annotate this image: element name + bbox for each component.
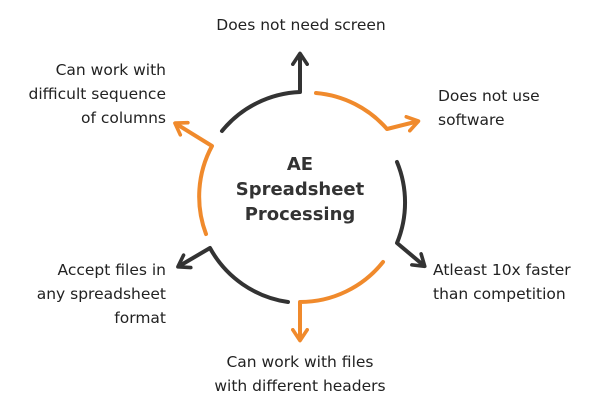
feature-label-line: Can work with xyxy=(55,61,166,79)
center-title-line: Spreadsheet xyxy=(235,179,365,200)
feature-label-upper-left: Can work with difficult sequence of colu… xyxy=(14,58,166,130)
feature-label-line: software xyxy=(438,111,505,129)
feature-label-line: Can work with files xyxy=(226,353,374,371)
feature-label-line: of columns xyxy=(80,109,166,127)
feature-label-line: difficult sequence xyxy=(28,85,166,103)
feature-label-line: Does not use xyxy=(438,87,540,105)
arc-lower-left xyxy=(176,246,290,304)
feature-label-bottom: Can work with files with different heade… xyxy=(180,350,420,398)
feature-label-upper-right: Does not use software xyxy=(438,84,540,132)
center-title-line: AE xyxy=(286,154,314,175)
arc-left xyxy=(173,120,214,236)
feature-label-lower-left: Accept files in any spreadsheet format xyxy=(18,258,166,330)
feature-label-line: Accept files in xyxy=(57,261,167,279)
feature-label-line: than competition xyxy=(433,285,566,303)
center-title: AE Spreadsheet Processing xyxy=(222,152,378,227)
arc-lower-right xyxy=(291,260,385,343)
center-title-line: Processing xyxy=(244,204,356,225)
arc-right xyxy=(395,160,427,269)
feature-label-lower-right: Atleast 10x faster than competition xyxy=(433,258,571,306)
feature-label-line: format xyxy=(114,309,166,327)
arc-upper-right xyxy=(314,91,421,133)
feature-label-line: any spreadsheet xyxy=(36,285,166,303)
feature-label-line: with different headers xyxy=(214,377,386,395)
feature-label-top: Does not need screen xyxy=(205,13,397,37)
arc-upper-left xyxy=(220,51,309,133)
feature-label-line: Does not need screen xyxy=(216,16,386,34)
feature-label-line: Atleast 10x faster xyxy=(433,261,571,279)
